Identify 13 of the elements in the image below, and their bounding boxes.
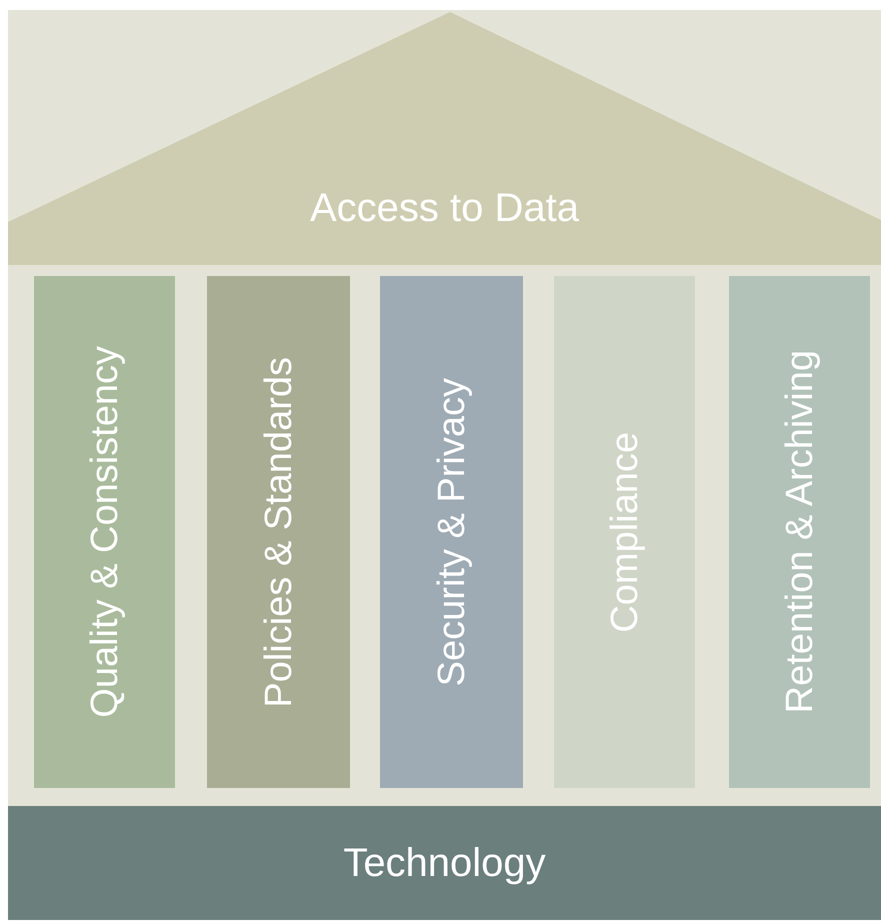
roof bbox=[8, 12, 881, 265]
pillar bbox=[729, 276, 870, 788]
pillar-label: Security & Privacy bbox=[432, 378, 470, 686]
pillar-label: Compliance bbox=[606, 432, 644, 632]
pillar-label: Retention & Archiving bbox=[780, 350, 818, 714]
foundation-bar bbox=[8, 806, 881, 920]
roof-label: Access to Data bbox=[310, 188, 579, 228]
pillar-label: Quality & Consistency bbox=[86, 346, 124, 718]
pillar bbox=[207, 276, 350, 788]
pillar-label: Policies & Standards bbox=[260, 356, 298, 708]
pillar bbox=[34, 276, 175, 788]
pillar bbox=[380, 276, 523, 788]
foundation-label: Technology bbox=[343, 843, 546, 883]
